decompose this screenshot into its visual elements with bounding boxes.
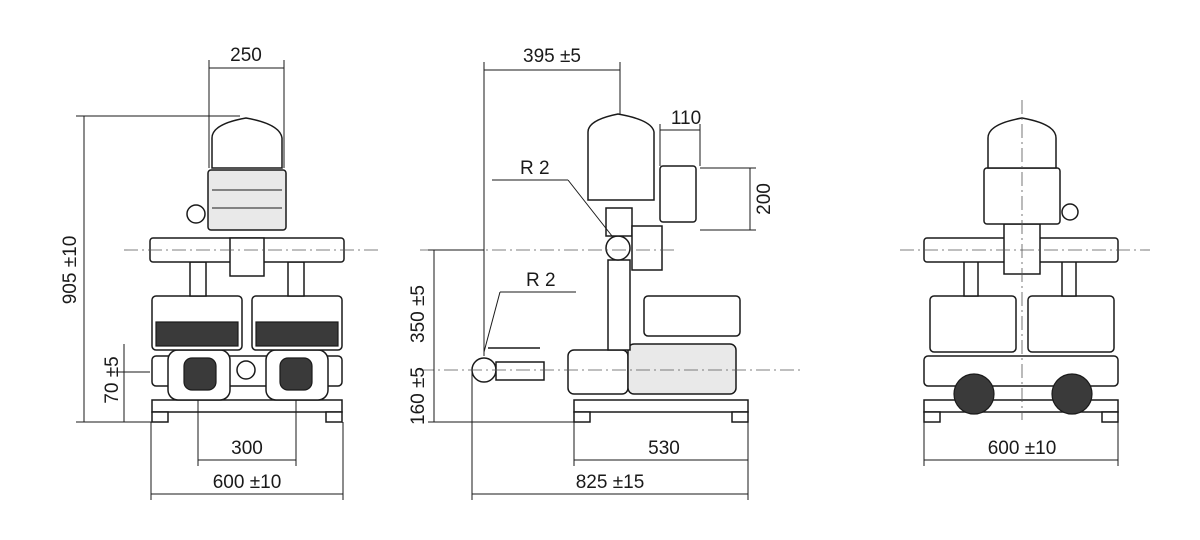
front-view: 250 905 ±10 70 ±5 300 600 ±10 (60, 45, 378, 500)
side-foot-right (731, 411, 749, 423)
base-frame (151, 399, 343, 413)
dim-395: 395 ±5 (483, 46, 621, 356)
side-base-frame (573, 399, 749, 413)
rear-foot-left (923, 411, 941, 423)
pump-head (567, 349, 629, 395)
rear-gauge (1061, 203, 1079, 221)
controller-panel (207, 169, 287, 231)
dim-200: 200 (700, 167, 775, 231)
motor-drive-left (151, 295, 243, 351)
bracket (229, 237, 265, 277)
dim-905: 905 ±10 (60, 115, 240, 423)
dim-r2-lower: R 2 (483, 270, 576, 353)
side-thread-lower-label: R 2 (526, 270, 556, 291)
dim-250: 250 (208, 45, 285, 168)
side-motor-drive (643, 295, 741, 337)
rear-motor-drive-left (929, 295, 1017, 353)
dim-110: 110 (659, 108, 701, 166)
dim-70: 70 ±5 (102, 344, 150, 423)
rear-foot-right (1101, 411, 1119, 423)
pressure-gauge-high (186, 204, 206, 224)
front-height-inlet-label: 70 ±5 (102, 356, 123, 403)
rear-base-width-label: 600 ±10 (988, 438, 1057, 459)
pump-right (265, 349, 329, 401)
riser-right (287, 261, 305, 297)
motor (627, 343, 737, 395)
dim-600-front: 600 ±10 (150, 422, 344, 500)
base-foot-left (151, 411, 169, 423)
dim-350: 350 ±5 (408, 249, 576, 423)
dim-600-rear: 600 ±10 (923, 422, 1119, 466)
dim-825: 825 ±15 (471, 372, 748, 500)
riser-left (189, 261, 207, 297)
rear-motor-drive-right (1027, 295, 1115, 353)
discharge-column (607, 259, 631, 351)
side-thread-upper-label: R 2 (520, 158, 550, 179)
front-pump-spacing-label: 300 (231, 438, 263, 459)
side-foot-left (573, 411, 591, 423)
rear-view: 600 ±10 (900, 100, 1150, 466)
tank-valve (605, 207, 633, 237)
pump-left (167, 349, 231, 401)
inlet-valve (495, 361, 545, 381)
dim-160: 160 ±5 (408, 367, 429, 425)
rear-suction-manifold (923, 355, 1119, 387)
rear-riser-left (963, 257, 979, 297)
front-height-total-label: 905 ±10 (60, 236, 81, 305)
side-controller-height-label: 200 (754, 183, 775, 215)
dim-r2-upper: R 2 (492, 158, 613, 237)
side-manifold-height-label: 350 ±5 (408, 285, 429, 343)
rear-pump-right (1051, 373, 1093, 415)
side-inlet-height-label: 160 ±5 (408, 367, 429, 425)
front-base-width-label: 600 ±10 (213, 472, 282, 493)
rear-riser-right (1061, 257, 1077, 297)
pressure-gauge-low (236, 360, 256, 380)
side-controller-depth-label: 110 (671, 108, 701, 129)
dim-530: 530 (573, 422, 749, 500)
side-pressure-tank (587, 113, 655, 201)
side-total-length-label: 825 ±15 (576, 472, 645, 493)
side-frame-length-label: 530 (648, 438, 680, 459)
front-width-top-label: 250 (230, 45, 262, 66)
rear-pump-left (953, 373, 995, 415)
side-view: 395 ±5 110 R 2 200 R 2 (408, 46, 800, 500)
pressure-tank (211, 117, 283, 169)
base-foot-right (325, 411, 343, 423)
dim-300: 300 (197, 400, 297, 466)
side-controller (659, 165, 697, 223)
discharge-pipe (605, 235, 631, 261)
side-bracket (631, 225, 663, 271)
side-tank-offset-label: 395 ±5 (523, 46, 581, 67)
motor-drive-right (251, 295, 343, 351)
